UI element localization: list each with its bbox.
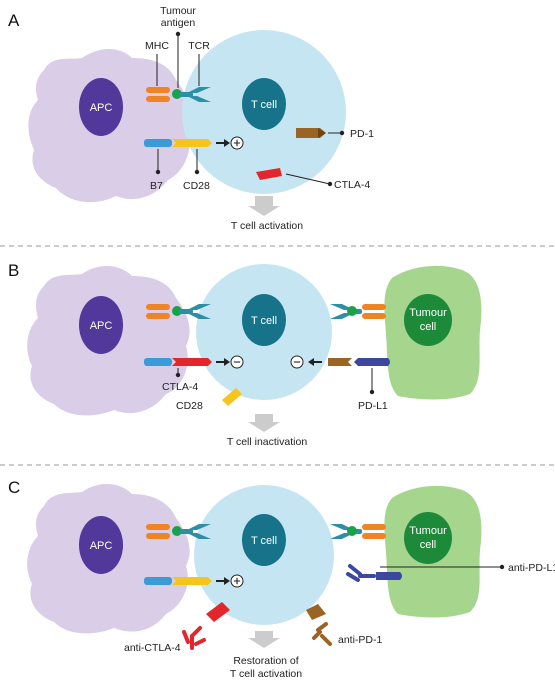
tcr-molecule-a [179,87,211,102]
anti-ctla4-antibody [182,626,206,650]
anti-pdl1-antibody [346,564,376,582]
b7-molecule-a [144,139,172,147]
inhibition-signal-b-left [230,355,244,369]
pd1-label-a: PD-1 [350,128,374,140]
inhibition-signal-b-right [290,355,304,369]
t-cell-label-c: T cell [251,535,277,547]
panel-a-letter: A [8,11,20,30]
t-cell-nucleus-b [242,294,286,346]
ctla4-molecule-b [172,358,212,366]
tumour-antigen-label-a-line2: antigen [161,17,196,29]
panel-a: A APC T cell Tumour antigen MHC TCR [8,5,374,232]
panel-c-letter: C [8,478,20,497]
cd28-molecule-a [172,139,212,147]
apc-nucleus-c [79,516,123,574]
apc-label-c: APC [90,540,113,552]
cd28-label-b: CD28 [176,400,203,412]
antigen-b-right [347,306,357,316]
mhc-molecule-b-right [362,304,386,319]
ctla4-label-a: CTLA-4 [334,179,370,191]
pdl1-molecule-b [354,358,390,366]
down-arrow-c [248,631,280,648]
tcr-label-a: TCR [188,40,210,52]
anti-pd1-label: anti-PD-1 [338,634,383,646]
panel-c: C APC T cell Tumour cell [8,478,555,680]
tumour-label-b-line2: cell [420,321,437,333]
b7-molecule-c [144,577,172,585]
tumour-label-b-line1: Tumour [409,307,447,319]
tumour-label-c-line2: cell [420,539,437,551]
anti-pdl1-label: anti-PD-L1 [508,562,555,574]
activation-signal-c [230,574,244,588]
tcr-molecule-b-left [179,304,211,319]
tumour-nucleus-b [404,294,452,346]
mhc-label-a: MHC [145,40,169,52]
apc-label-a: APC [90,102,113,114]
tumour-nucleus-c [404,512,452,564]
ctla4-molecule-a [256,168,282,180]
t-cell-label-b: T cell [251,315,277,327]
pd1-molecule-c [306,604,326,620]
pdl1-molecule-c [376,572,402,580]
t-cell-label-a: T cell [251,99,277,111]
tumour-antigen-label-a-line1: Tumour [160,5,196,17]
outcome-a: T cell activation [231,220,303,232]
mhc-molecule-c-right [362,524,386,539]
anti-pd1-antibody [312,622,332,646]
antigen-c-left [172,526,182,536]
pdl1-label-b: PD-L1 [358,400,388,412]
outcome-c-line1: Restoration of [233,655,298,667]
activation-signal-a [230,136,244,150]
ctla4-label-b: CTLA-4 [162,381,198,393]
anti-ctla4-label: anti-CTLA-4 [124,642,181,654]
tcr-molecule-c-left [179,524,211,539]
down-arrow-a [248,196,280,216]
t-cell-nucleus-a [242,78,286,130]
b7-label-a: B7 [150,180,163,192]
apc-label-b: APC [90,320,113,332]
outcome-c-line2: T cell activation [230,668,302,680]
antigen-b-left [172,306,182,316]
pd1-molecule-b [328,358,352,366]
cd28-molecule-c [172,577,212,585]
panel-b: B APC T cell Tumour cell [8,261,482,448]
tcr-molecule-b-right [330,304,362,319]
apc-nucleus-b [79,296,123,354]
cd28-label-a: CD28 [183,180,210,192]
apc-nucleus-a [79,78,123,136]
tumour-label-c-line1: Tumour [409,525,447,537]
down-arrow-b [248,414,280,432]
cd28-molecule-b [222,388,242,406]
ctla4-molecule-c [206,602,230,622]
t-cell-nucleus-c [242,514,286,566]
b7-molecule-b [144,358,172,366]
tumour-antigen-a [172,89,182,99]
panel-b-letter: B [8,261,19,280]
outcome-b: T cell inactivation [227,436,308,448]
antigen-c-right [347,526,357,536]
tcr-molecule-c-right [330,524,362,539]
